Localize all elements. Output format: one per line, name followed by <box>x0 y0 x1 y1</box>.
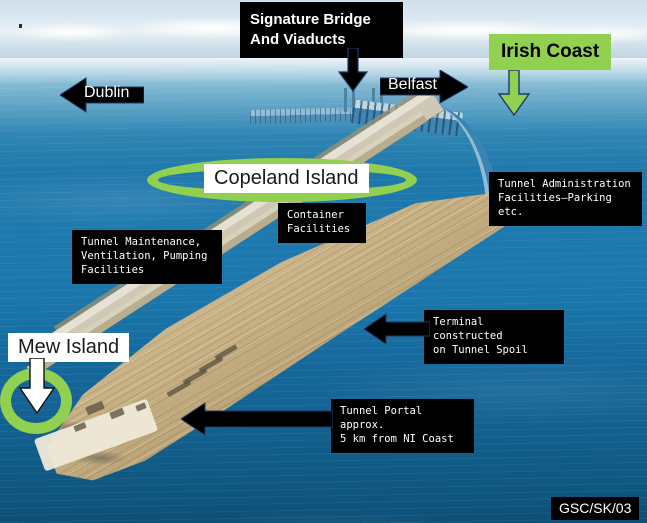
copeland-island-highlight-ring <box>147 158 417 202</box>
callout-terminal-spoil[interactable]: Terminal constructed on Tunnel Spoil <box>424 310 564 364</box>
bridge-pylon-left <box>344 88 347 112</box>
dublin-arrow[interactable] <box>60 76 144 114</box>
callout-irish-coast[interactable]: Irish Coast <box>489 34 612 70</box>
mew-island-arrow <box>18 358 56 414</box>
callout-mew-island[interactable]: Mew Island <box>8 333 130 362</box>
callout-tunnel-administration[interactable]: Tunnel Administration Facilities–Parking… <box>489 172 642 226</box>
image-artifact-dot <box>19 24 22 28</box>
belfast-label: Belfast <box>388 76 437 93</box>
callout-copeland-island[interactable]: Copeland Island <box>204 164 369 193</box>
signature-bridge-arrow <box>338 48 368 92</box>
callout-tunnel-maintenance[interactable]: Tunnel Maintenance, Ventilation, Pumping… <box>72 230 222 284</box>
terminal-spoil-arrow <box>364 312 430 346</box>
callout-container-facilities[interactable]: Container Facilities <box>278 203 366 243</box>
dublin-label: Dublin <box>84 84 130 101</box>
belfast-arrow[interactable] <box>380 70 468 104</box>
reference-tag: GSC/SK/03 <box>551 497 640 520</box>
callout-signature-bridge[interactable]: Signature Bridge And Viaducts <box>240 2 403 58</box>
tunnel-portal-arrow <box>181 402 333 436</box>
irish-coast-arrow <box>497 70 531 116</box>
callout-tunnel-portal[interactable]: Tunnel Portal approx. 5 km from NI Coast <box>331 399 474 453</box>
bridge-pylon-right <box>372 88 375 112</box>
bridge-pylon-right-2 <box>380 90 383 112</box>
